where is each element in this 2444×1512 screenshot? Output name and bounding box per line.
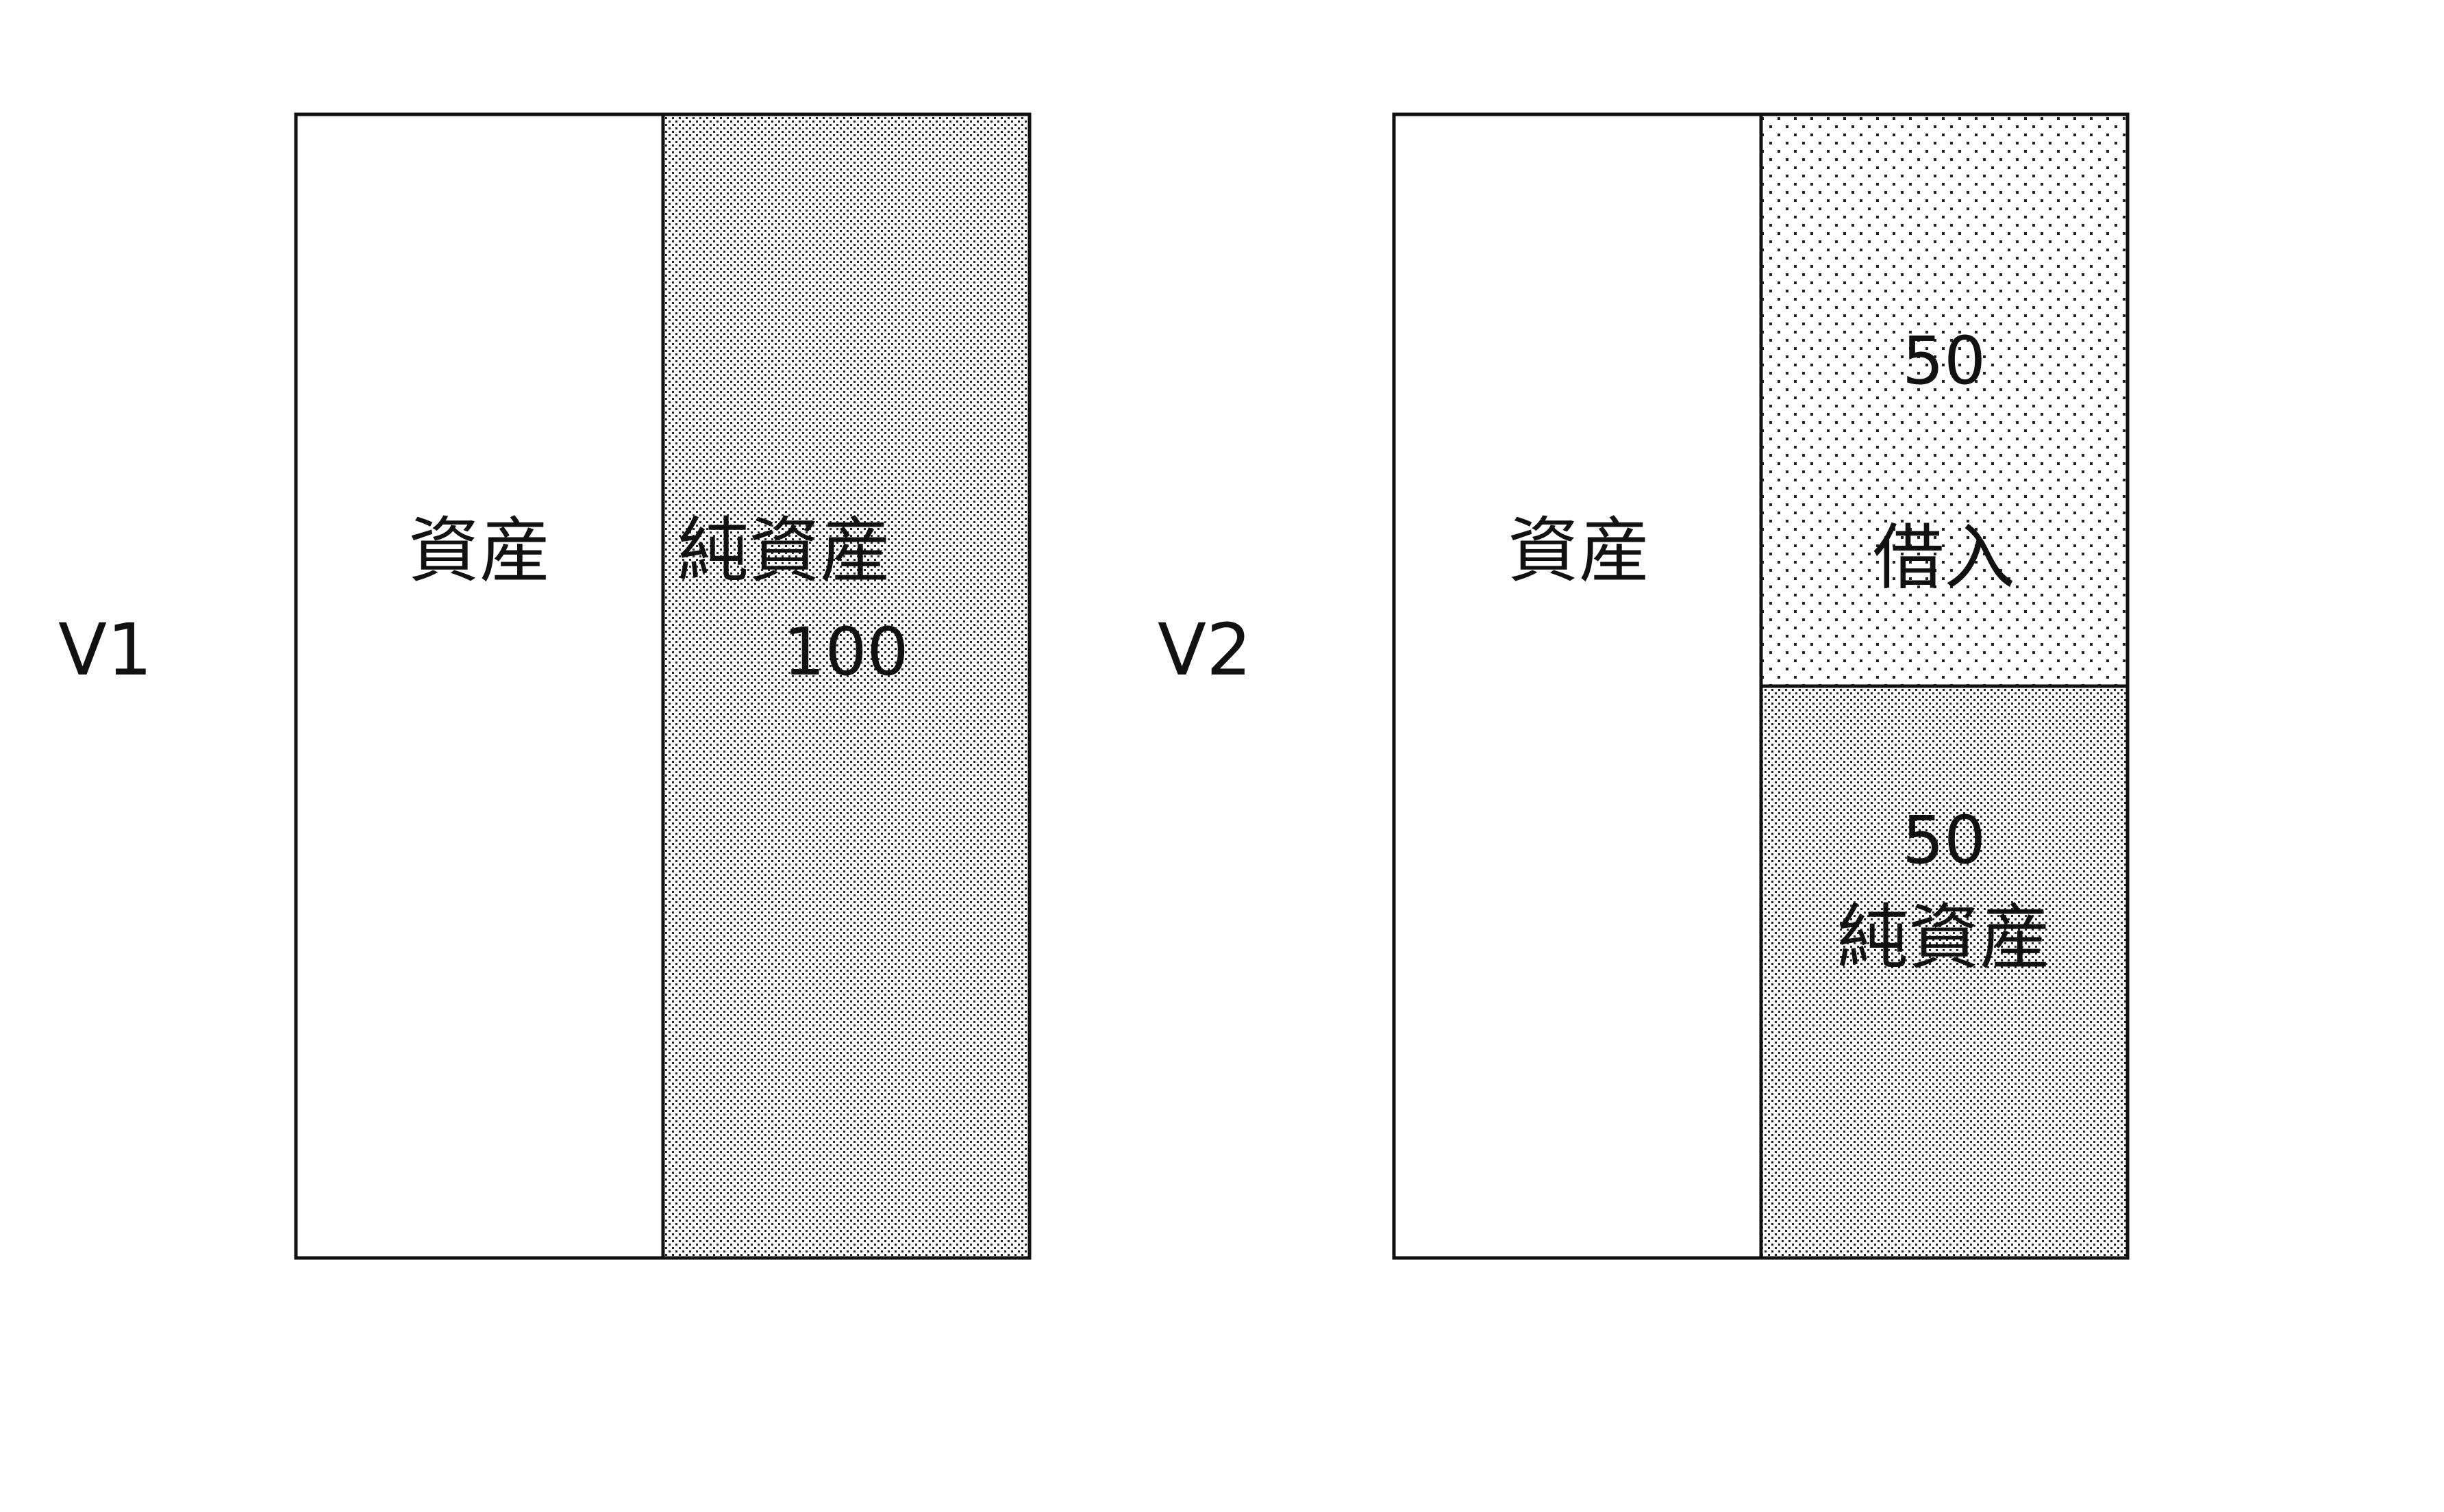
v1-assets-label: 資産 — [408, 509, 551, 592]
v2-debt-block — [1759, 112, 2130, 688]
v1-label: V1 — [58, 608, 152, 692]
v2-debt-value: 50 — [1902, 323, 1986, 399]
v1-net-assets-block — [661, 112, 1032, 1260]
v1-net-assets-value: 100 — [783, 614, 908, 690]
v1-balance-sheet: V1 資産 純資産 100 — [58, 112, 1032, 1260]
v2-debt-label: 借入 — [1873, 516, 2015, 599]
v2-assets-label: 資産 — [1508, 509, 1650, 592]
v2-label: V2 — [1158, 608, 1251, 692]
v1-net-assets-label: 純資産 — [677, 509, 891, 592]
v2-net-assets-label: 純資産 — [1837, 896, 2051, 979]
v2-balance-sheet: V2 資産 50 借入 50 純資産 — [1158, 112, 2130, 1260]
v2-net-assets-block — [1759, 684, 2130, 1260]
v2-assets-block — [1392, 112, 1763, 1260]
v1-assets-block — [294, 112, 665, 1260]
v2-net-assets-value: 50 — [1902, 802, 1986, 879]
